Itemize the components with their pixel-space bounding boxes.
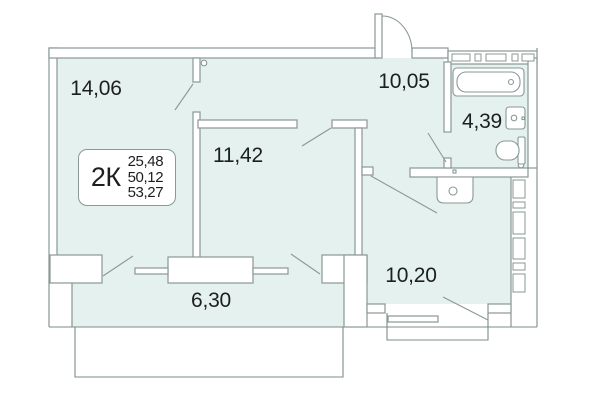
balcony-door-swing-right [290, 253, 321, 275]
bathroom-door-swing [427, 132, 447, 163]
balcony-window-right [252, 267, 289, 275]
balcony-door-swing-left [102, 255, 134, 277]
wall-kitchen-door-stop [361, 166, 374, 176]
bathtub [452, 67, 525, 97]
balcony-window-block [167, 256, 254, 284]
hallway-area-label: 10,05 [378, 70, 430, 93]
toilet [495, 136, 526, 165]
outer-outlines [48, 48, 538, 378]
wall-balcony-pier-left [49, 254, 103, 284]
unit-info-card: 2К 25,48 50,12 53,27 [78, 149, 176, 206]
wall-bathroom-left [443, 61, 452, 133]
wall-bathroom-bottom [409, 167, 529, 178]
wall-kitchen-pier-right [487, 303, 512, 314]
unit-areas-list: 25,48 50,12 53,27 [128, 154, 164, 201]
wall-bedroom-right [354, 127, 363, 258]
wall-right-upper [527, 57, 538, 169]
door-hinge-dot [200, 59, 208, 67]
kitchen-area-label: 10,20 [385, 264, 437, 287]
vent-blocks [451, 53, 535, 62]
wall-stub-entry [192, 57, 201, 83]
kitchen-balcony-door-swing [442, 296, 489, 321]
wall-top-right [411, 47, 449, 59]
kitchen-door-swing [370, 175, 438, 214]
right-window-band [512, 179, 526, 293]
door-swings [102, 59, 525, 321]
unit-area-full: 53,27 [127, 184, 164, 202]
entrance-door-swing-arc [381, 15, 413, 53]
balcony-window-left [134, 267, 169, 275]
living-room-door-swing [174, 83, 194, 111]
wall-left-outer [48, 47, 58, 281]
unit-area-living: 25,48 [127, 153, 164, 171]
fixtures [436, 67, 526, 204]
balcony-outer-contour [74, 327, 344, 378]
bedroom-door-swing [301, 127, 332, 147]
unit-type-label: 2К [90, 162, 121, 192]
kitchen-window [387, 315, 439, 323]
unit-area-total: 50,12 [127, 168, 164, 186]
wall-balcony-kitchen [343, 254, 368, 328]
kitchen-sink [436, 169, 474, 204]
balcony-area-label: 6,30 [190, 289, 232, 312]
entrance-door [374, 13, 413, 59]
kitchen-balcony-contour [386, 313, 489, 341]
bedroom-area-label: 11,42 [213, 144, 263, 167]
bathroom-area-label: 4,39 [461, 110, 503, 133]
living-room-area-label: 14,06 [70, 77, 122, 100]
wall-bedroom-top [197, 119, 298, 129]
wash-sink [505, 106, 526, 130]
entrance-door-leaf [374, 13, 383, 59]
wall-bedroom-top-stub [331, 119, 368, 129]
wall-kitchen-pier-left [366, 303, 386, 314]
wall-bathroom-door-stop [443, 157, 452, 169]
wall-livingroom-right [192, 111, 201, 261]
wall-top-outer [48, 47, 379, 59]
